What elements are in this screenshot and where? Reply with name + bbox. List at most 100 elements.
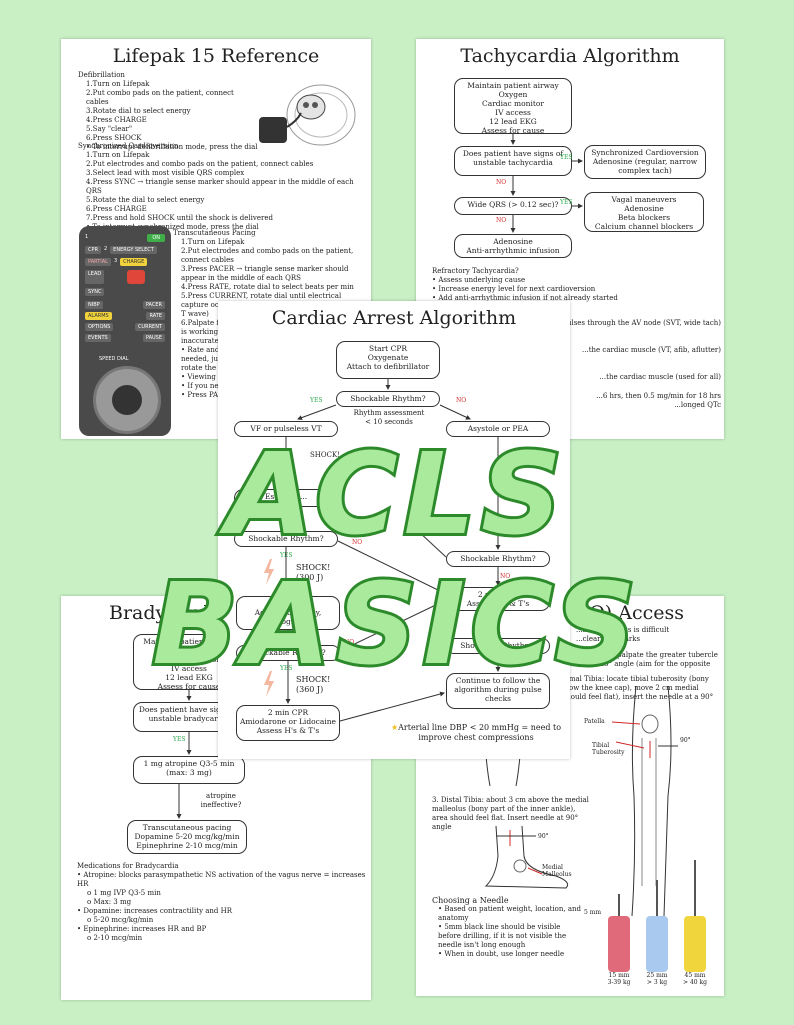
needle-weight: > 3 kg bbox=[646, 979, 668, 986]
device-number: 1 bbox=[85, 234, 89, 240]
arterial-line-note: ★Arterial line DBP < 20 mmHg = need to i… bbox=[390, 723, 562, 743]
needle-hub bbox=[684, 916, 706, 972]
refractory-item: • Increase energy level for next cardiov… bbox=[432, 285, 596, 293]
yes-label: YES bbox=[173, 736, 186, 743]
refractory-section: Refractory Tachycardia? • Assess underly… bbox=[432, 267, 717, 303]
tachy-wide-qrs-box: Wide QRS (> 0.12 sec)? bbox=[454, 197, 572, 215]
io-site-line: ...eedle at a 45° angle (aim for the opp… bbox=[556, 660, 711, 668]
acls-basics-banner: ACLS BASICS bbox=[0, 427, 794, 693]
device-options-button[interactable]: OPTIONS bbox=[85, 323, 114, 331]
arrest-start-box: Start CPR Oxygenate Attach to defibrilla… bbox=[336, 341, 440, 379]
tachy-vagal-box: Vagal maneuvers Adenosine Beta blockers … bbox=[584, 192, 704, 232]
pacing-step: inaccurate ... bbox=[181, 337, 228, 345]
pacing-step: 2.Put electrodes and combo pads on the p… bbox=[181, 247, 354, 264]
device-alarms-button[interactable]: ALARMS bbox=[85, 312, 112, 320]
device-on-button[interactable]: ON bbox=[147, 234, 165, 242]
distal-tibia-text: 3. Distal Tibia: about 3 cm above the me… bbox=[432, 796, 589, 831]
arrest-title: Cardiac Arrest Algorithm bbox=[271, 307, 517, 329]
refractory-heading: Refractory Tachycardia? bbox=[432, 267, 519, 275]
pacing-step: 4.Press RATE, rotate dial to select beat… bbox=[181, 283, 354, 291]
sync-step: 4.Press SYNC → triangle sense marker sho… bbox=[86, 178, 354, 195]
choosing-item: • Based on patient weight, location, and… bbox=[438, 905, 582, 922]
choosing-item: • 5mm black line should be visible befor… bbox=[438, 923, 567, 949]
arrest-cpr-airway-box: 2 min CPR Advanced airway, capnography bbox=[236, 596, 340, 630]
no-label: NO bbox=[500, 573, 511, 580]
needle-hub bbox=[608, 916, 630, 972]
brady-med-item: • Atropine: blocks parasympathetic NS ac… bbox=[77, 871, 366, 888]
arrest-shockable-box: Shockable Rhythm? bbox=[234, 531, 338, 547]
sync-heading: Synchronized Cardioversion bbox=[78, 142, 179, 150]
arrest-shockable-box: Shockable Rhythm? bbox=[236, 645, 340, 661]
tachy-med-fragment: ...the cardiac muscle (VT, afib, aflutte… bbox=[582, 346, 721, 354]
defib-heading: Defibrillation bbox=[78, 71, 125, 79]
brady-atropine-box: 1 mg atropine Q3-5 min (max: 3 mg) bbox=[133, 756, 245, 784]
defib-step: 1.Turn on Lifepak bbox=[86, 80, 150, 88]
device-rate-button[interactable]: RATE bbox=[146, 312, 165, 320]
choosing-needle-section: Choosing a Needle • Based on patient wei… bbox=[432, 896, 582, 959]
brady-meds-heading: Medications for Bradycardia bbox=[77, 862, 179, 870]
lifepak-device: 1 ON CPR 2 ENERGY SELECT PARTIAL 3 CHARG… bbox=[79, 226, 171, 436]
establish-access-box: Establish... bbox=[234, 489, 338, 507]
device-charge-button[interactable]: CHARGE bbox=[120, 258, 148, 266]
brady-med-item: o 1 mg IVP Q3-5 min bbox=[87, 889, 161, 897]
sync-step: 2.Put electrodes and combo pads on the p… bbox=[86, 160, 314, 168]
needle-hub bbox=[646, 916, 668, 972]
tachy-arrows bbox=[510, 134, 583, 233]
pacing-step: 3.Press PACER → triangle sense marker sh… bbox=[181, 265, 349, 282]
tachy-assess-box: Maintain patient airway Oxygen Cardiac m… bbox=[454, 78, 572, 135]
atropine-ineffective-note: atropine ineffective? bbox=[200, 792, 242, 809]
defib-step: 2.Put combo pads on the patient, connect… bbox=[86, 89, 234, 106]
shock-360-label: SHOCK! (360 J) bbox=[296, 675, 331, 694]
lifepak-title: Lifepak 15 Reference bbox=[112, 45, 320, 67]
needle-size: 25 mm bbox=[646, 972, 668, 979]
no-label: NO bbox=[456, 397, 467, 404]
device-pause-button[interactable]: PAUSE bbox=[142, 334, 165, 342]
brady-pacing-box: Transcutaneous pacing Dopamine 5-20 mcg/… bbox=[127, 820, 247, 854]
device-partial-button[interactable]: PARTIAL bbox=[85, 258, 111, 266]
io-needle: 25 mm> 3 kg bbox=[640, 880, 674, 986]
defib-step: 5.Say "clear" bbox=[86, 125, 133, 133]
choosing-item: • When in doubt, use longer needle bbox=[438, 950, 565, 958]
device-sync-button[interactable]: SYNC bbox=[85, 288, 105, 296]
needle-size: 45 mm bbox=[684, 972, 706, 979]
angle-label: 90° bbox=[680, 737, 691, 744]
pacing-step: rotate the ... bbox=[181, 364, 226, 372]
arrest-cpr-hts-box: 2 min CPR Assess H's & T's bbox=[446, 587, 550, 611]
device-energy-button[interactable]: ENERGY SELECT bbox=[110, 246, 157, 254]
continue-algorithm-box: Continue to follow the algorithm during … bbox=[446, 673, 550, 709]
device-nibp-button[interactable]: NIBP bbox=[85, 301, 103, 309]
arterial-line-text: Arterial line DBP < 20 mmHg = need to im… bbox=[398, 723, 562, 742]
device-pacer-button[interactable]: PACER bbox=[142, 301, 165, 309]
shin-outline bbox=[485, 756, 521, 786]
brady-med-item: o Max: 3 mg bbox=[87, 898, 132, 906]
needle-size: 15 mm bbox=[608, 972, 630, 979]
io-intro-line: ...hen IV access is difficult bbox=[576, 626, 670, 634]
device-events-button[interactable]: EVENTS bbox=[85, 334, 111, 342]
yes-label: YES bbox=[310, 397, 323, 404]
device-lead-button[interactable]: LEAD bbox=[85, 270, 105, 284]
tachy-meds-fragments: ...ed impulses through the AV node (SVT,… bbox=[536, 319, 721, 410]
device-number: 3 bbox=[113, 258, 118, 264]
pacing-step: is working ... bbox=[181, 328, 227, 336]
device-current-button[interactable]: CURRENT bbox=[134, 323, 165, 331]
pacing-step: 1.Turn on Lifepak bbox=[181, 238, 245, 246]
device-number: 2 bbox=[103, 246, 108, 252]
defib-step: 4.Press CHARGE bbox=[86, 116, 147, 124]
tachy-adenosine-box: Adenosine Anti-arrhythmic infusion bbox=[454, 234, 572, 258]
refractory-item: • Add anti-arrhythmic infusion if not al… bbox=[432, 294, 618, 302]
device-cpr-button[interactable]: CPR bbox=[85, 246, 101, 254]
sync-step: 3.Select lead with most visible QRS comp… bbox=[86, 169, 245, 177]
asystole-pea-box: Asystole or PEA bbox=[446, 421, 550, 437]
tachy-title: Tachycardia Algorithm bbox=[460, 45, 680, 67]
device-speed-dial[interactable] bbox=[93, 366, 161, 434]
defib-step: 6.Press SHOCK bbox=[86, 134, 142, 142]
device-button-panel: 1 ON CPR 2 ENERGY SELECT PARTIAL 3 CHARG… bbox=[85, 234, 165, 342]
tachy-med-fragment: ...ed impulses through the AV node (SVT,… bbox=[536, 319, 721, 327]
arrest-arrows bbox=[283, 379, 501, 722]
defib-pads-illustration bbox=[259, 84, 356, 146]
io-site-line: ...ximal Tibia: locate tibial tuberosity… bbox=[556, 675, 709, 683]
device-shock-button[interactable] bbox=[127, 270, 146, 284]
arrest-shockable-box: Shockable Rhythm? bbox=[336, 391, 440, 407]
